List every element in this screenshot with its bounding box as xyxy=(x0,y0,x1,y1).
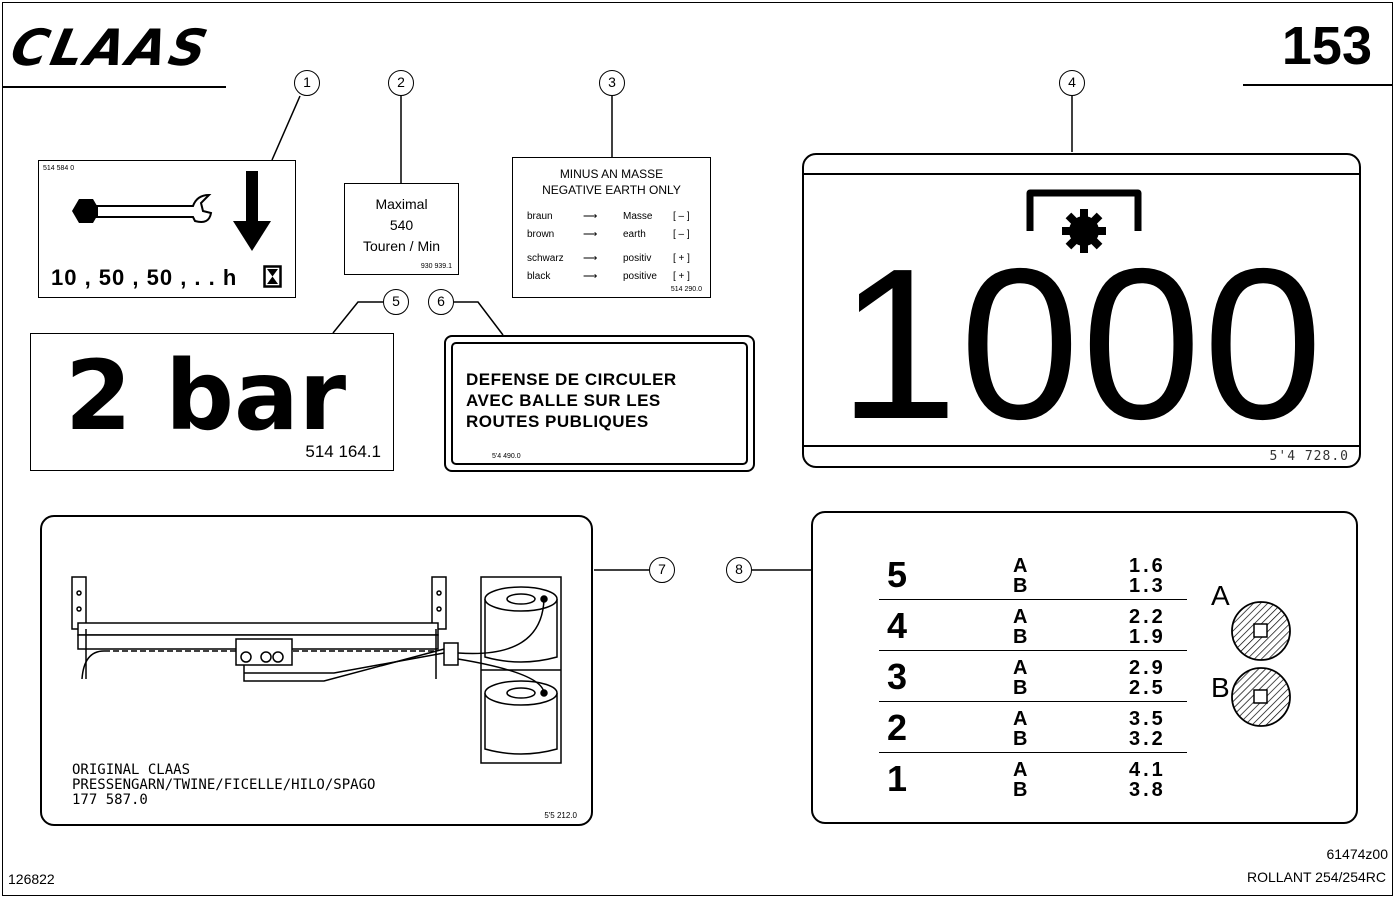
table-row: 3 A B 2.9 2.5 xyxy=(879,651,1187,702)
decal-setting-table: 5 A B 1.6 1.3 4 A B 2.2 1.9 3 A B 2.9 2.… xyxy=(811,511,1358,824)
max-speed-unit: Touren / Min xyxy=(362,238,441,254)
wire-row: brown ⟶ earth [ – ] xyxy=(527,229,690,240)
decal-4-part-number: 5'4 728.0 xyxy=(1269,449,1349,464)
callout-3: 3 xyxy=(599,70,625,96)
callout-5: 5 xyxy=(383,289,409,315)
warning-line-1: DEFENSE DE CIRCULER xyxy=(466,370,677,389)
callout-6: 6 xyxy=(428,289,454,315)
twine-brand: ORIGINAL CLAAS xyxy=(72,762,191,778)
table-row: 4 A B 2.2 1.9 xyxy=(879,600,1187,651)
table-row: 1 A B 4.1 3.8 xyxy=(887,758,1166,802)
max-speed-line-1: Maximal xyxy=(375,196,428,212)
twine-part-number: 177 587.0 xyxy=(72,792,148,808)
callout-8: 8 xyxy=(726,557,752,583)
decal-7-part-number: 5'5 212.0 xyxy=(544,811,577,820)
pressure-value: 2 bar xyxy=(65,340,347,452)
twine-types: PRESSENGARN/TWINE/FICELLE/HILO/SPAGO xyxy=(72,777,376,793)
table-row: 2 A B 3.5 3.2 xyxy=(879,702,1187,753)
decal-6-part-number: 5'4 490.0 xyxy=(492,453,521,460)
label-a: A xyxy=(1211,580,1230,611)
disc-b-icon xyxy=(1231,667,1291,727)
setting-table: 5 A B 1.6 1.3 4 A B 2.2 1.9 3 A B 2.9 2.… xyxy=(879,549,1187,809)
wire-table: braun ⟶ Masse [ – ] brown ⟶ earth [ – ] … xyxy=(527,208,707,286)
decal-pto-1000: 1000 5'4 728.0 xyxy=(802,153,1361,468)
decal-1-part-number: 514 584 0 xyxy=(43,165,75,172)
disc-a-icon xyxy=(1231,601,1291,661)
decal-road-warning: DEFENSE DE CIRCULER AVEC BALLE SUR LES R… xyxy=(444,335,755,472)
decal-5-part-number: 514 164.1 xyxy=(305,442,381,461)
decal-3-part-number: 514 290.0 xyxy=(670,286,702,293)
interval-hours: 10 , 50 , 50 , . . h xyxy=(51,265,238,290)
decal-maintenance-interval: 514 584 0 10 , 50 , 50 , . . h xyxy=(38,160,296,298)
decal-max-speed: Maximal 540 Touren / Min 930 939.1 xyxy=(344,183,459,275)
decal-twine-threading: ORIGINAL CLAAS PRESSENGARN/TWINE/FICELLE… xyxy=(40,515,593,826)
hourglass-icon xyxy=(263,265,282,288)
label-b: B xyxy=(1211,672,1230,703)
callout-7: 7 xyxy=(649,557,675,583)
decal-tyre-pressure: 2 bar 514 164.1 xyxy=(30,333,394,471)
header-rule-right xyxy=(1243,84,1393,86)
callout-4: 4 xyxy=(1059,70,1085,96)
pto-shaft-icon xyxy=(1026,189,1142,253)
wire-row: schwarz ⟶ positiv [ + ] xyxy=(527,253,690,264)
decal-4-bottom-rule xyxy=(804,445,1359,447)
footer-model: ROLLANT 254/254RC xyxy=(1246,869,1386,885)
pto-speed-value: 1000 xyxy=(838,223,1325,464)
earth-title-de: MINUS AN MASSE xyxy=(559,167,664,181)
decal-negative-earth: MINUS AN MASSE NEGATIVE EARTH ONLY braun… xyxy=(512,157,711,298)
table-row: 5 A B 1.6 1.3 xyxy=(879,549,1187,600)
page-number: 153 xyxy=(1281,16,1372,76)
wire-row: black ⟶ positive [ + ] xyxy=(527,271,690,282)
footer-drawing-code: 61474z00 xyxy=(1326,846,1388,862)
adjustment-discs xyxy=(1231,601,1291,727)
decal-2-part-number: 930 939.1 xyxy=(420,263,452,270)
twine-diagram xyxy=(71,576,562,764)
header-rule-left xyxy=(2,86,226,88)
arrow-down-icon xyxy=(233,171,271,251)
wire-row: braun ⟶ Masse [ – ] xyxy=(527,211,690,222)
earth-title-en: NEGATIVE EARTH ONLY xyxy=(542,183,681,197)
callout-2: 2 xyxy=(388,70,414,96)
max-speed-value: 540 xyxy=(389,217,414,233)
callout-1: 1 xyxy=(294,70,320,96)
warning-line-2: AVEC BALLE SUR LES xyxy=(466,391,661,410)
warning-line-3: ROUTES PUBLIQUES xyxy=(466,412,649,431)
decal-6-inner-border xyxy=(451,342,748,465)
decal-4-top-rule xyxy=(804,173,1359,175)
wrench-icon xyxy=(72,193,213,223)
footer-left-code: 126822 xyxy=(8,871,55,887)
